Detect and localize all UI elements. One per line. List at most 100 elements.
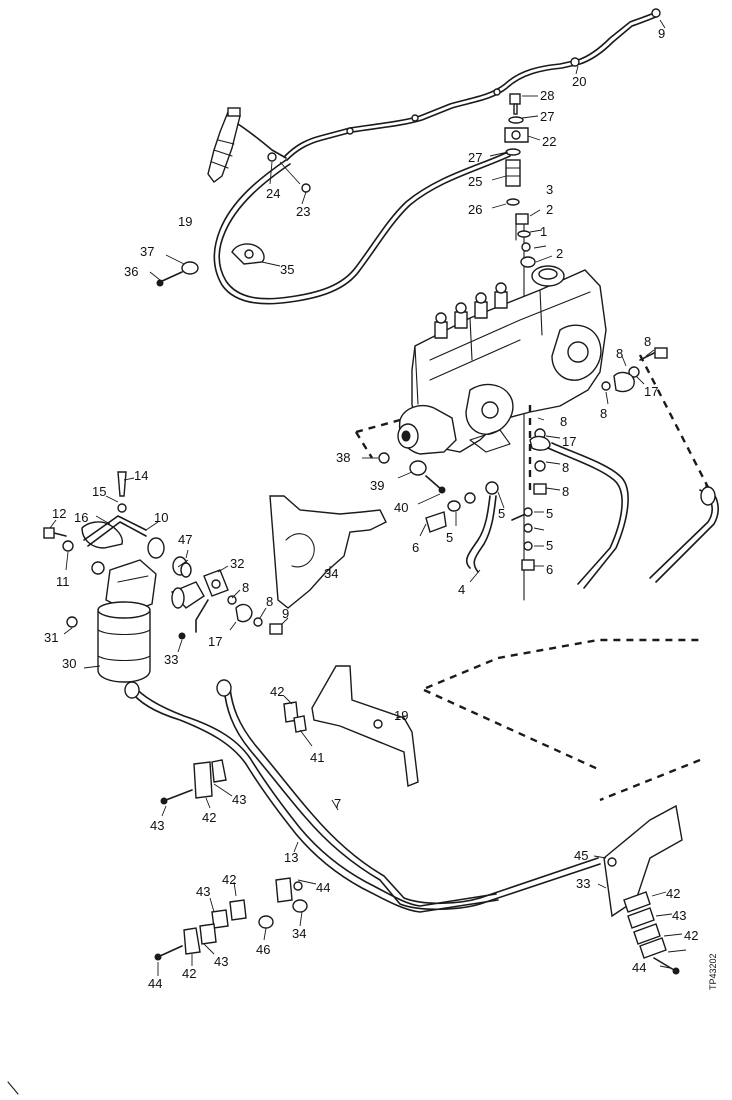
callout-5a: 5 <box>498 506 505 521</box>
callout-17b: 17 <box>562 434 576 449</box>
callout-2b: 2 <box>556 246 563 261</box>
callout-5b: 5 <box>546 506 553 521</box>
callout-44b: 44 <box>148 976 162 991</box>
callout-19a: 19 <box>178 214 192 229</box>
callout-42f: 42 <box>684 928 698 943</box>
leak-off-hose <box>213 151 511 305</box>
callout-15: 15 <box>92 484 106 499</box>
callout-25: 25 <box>468 174 482 189</box>
callout-8c: 8 <box>560 414 567 429</box>
callout-9c: 9 <box>282 606 289 621</box>
callout-8b: 8 <box>600 406 607 421</box>
callout-42b: 42 <box>202 810 216 825</box>
callout-43e: 43 <box>672 908 686 923</box>
callout-1: 1 <box>540 224 547 239</box>
callout-42d: 42 <box>182 966 196 981</box>
banjo-bolt-23 <box>267 152 311 193</box>
callout-21: 9 <box>658 26 665 41</box>
callout-32: 33 <box>164 652 178 667</box>
filter-outlet-fittings <box>170 569 283 640</box>
callout-13: 13 <box>284 850 298 865</box>
callout-36: 35 <box>280 262 294 277</box>
callout-35: 33 <box>576 876 590 891</box>
callout-8e: 8 <box>242 580 249 595</box>
pipe-bracket-35 <box>603 804 683 975</box>
callout-22: 22 <box>542 134 556 149</box>
callout-37: 36 <box>124 264 138 279</box>
fuel-return-line <box>284 8 661 161</box>
callout-8f: 8 <box>266 594 273 609</box>
callout-10: 10 <box>154 510 168 525</box>
callout-42e: 42 <box>666 886 680 901</box>
fuel-filter-assembly <box>43 471 192 683</box>
pipe-clips-lower <box>154 877 308 961</box>
callout-34: 34 <box>292 926 306 941</box>
fuel-injector <box>207 107 287 183</box>
callout-24: 24 <box>266 186 280 201</box>
delivery-valve-parts <box>515 213 536 268</box>
callout-43a: 42 <box>270 684 284 699</box>
callout-27b: 27 <box>468 150 482 165</box>
pipe-clips-center <box>160 701 307 805</box>
overflow-valve-stack <box>504 93 529 601</box>
callout-43b: 43 <box>232 792 246 807</box>
callout-labels: 9 20 28 27 22 27 25 26 3 2 1 2 24 23 19 … <box>44 26 718 991</box>
callout-5d: 5 <box>546 538 553 553</box>
mounting-bracket-33 <box>269 495 387 609</box>
callout-46: 46 <box>256 942 270 957</box>
phantom-line-pump <box>354 354 714 496</box>
callout-40: 39 <box>370 478 384 493</box>
callout-33: 34 <box>324 566 338 581</box>
callout-leaders <box>49 19 687 976</box>
callout-6b: 6 <box>546 562 553 577</box>
callout-42a: 41 <box>310 750 324 765</box>
callout-43c: 43 <box>196 884 210 899</box>
injection-pump <box>397 265 607 455</box>
callout-30: 31 <box>44 630 58 645</box>
fuel-feed-fittings-right <box>529 347 668 495</box>
callout-47: 47 <box>178 532 192 547</box>
leak-off-connector <box>425 481 535 573</box>
callout-38: 37 <box>140 244 154 259</box>
callout-45b: 45 <box>574 848 588 863</box>
callout-39: 38 <box>336 450 350 465</box>
callout-29: 30 <box>62 656 76 671</box>
pump-mount-hardware <box>378 452 446 494</box>
callout-11: 11 <box>56 574 70 589</box>
callout-19b: 19 <box>394 708 408 723</box>
callout-28: 28 <box>540 88 554 103</box>
callout-9b: 8 <box>562 484 569 499</box>
callout-3: 3 <box>546 182 553 197</box>
callout-27a: 27 <box>540 109 554 124</box>
pipe-bracket-19 <box>311 665 419 787</box>
callout-12: 12 <box>52 506 66 521</box>
callout-17a: 17 <box>644 384 658 399</box>
callout-8d: 8 <box>562 460 569 475</box>
callout-17c: 17 <box>208 634 222 649</box>
callout-6a: 6 <box>412 540 419 555</box>
callout-43d: 43 <box>214 954 228 969</box>
callout-8a: 8 <box>616 346 623 361</box>
callout-42c: 42 <box>222 872 236 887</box>
drawing-code: TP43202 <box>708 953 718 990</box>
corner-mark <box>7 1081 19 1095</box>
callout-20: 20 <box>572 74 586 89</box>
fuel-pipes-lower <box>124 679 601 913</box>
callout-44a: 43 <box>150 818 164 833</box>
callout-2a: 2 <box>546 202 553 217</box>
callout-16: 16 <box>74 510 88 525</box>
callout-31: 32 <box>230 556 244 571</box>
fuel-hoses-right <box>547 442 719 589</box>
callout-14: 14 <box>134 468 148 483</box>
callout-7: 7 <box>334 796 341 811</box>
callout-45a: 44 <box>316 880 330 895</box>
callout-26: 26 <box>468 202 482 217</box>
phantom-line-pipe-route <box>423 638 701 802</box>
hose-clamp-36 <box>149 243 281 287</box>
callout-44c: 44 <box>632 960 646 975</box>
callout-23: 23 <box>296 204 310 219</box>
callout-9a: 8 <box>644 334 651 349</box>
callout-41: 40 <box>394 500 408 515</box>
